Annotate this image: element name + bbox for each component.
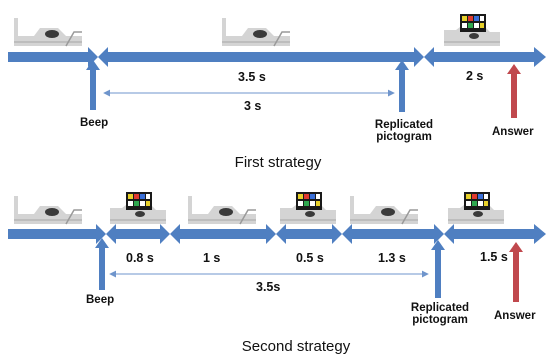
answer-marker-arrow [507, 64, 521, 118]
road-scene-image [349, 189, 419, 225]
duration-inner-label: 3 s [244, 99, 262, 113]
timeline-segment [342, 224, 444, 244]
duration-total-label: 3.5s [256, 280, 281, 294]
caption-second-strategy: Second strategy [241, 338, 351, 355]
timeline-segment [98, 47, 424, 67]
replicated-pictogram-marker-arrow [395, 60, 409, 112]
timeline-segment [424, 47, 546, 67]
road-scene-image [13, 11, 83, 47]
beep-marker-arrow [86, 60, 100, 110]
pictogram-scene-image [447, 189, 505, 225]
answer-label: Answer [494, 310, 536, 322]
replicated-pictogram-label: Replicated pictogram [404, 302, 476, 326]
replicated-pictogram-label-line: Replicated [410, 302, 470, 314]
replicated-pictogram-label-line: Replicated [374, 119, 434, 131]
answer-marker-arrow [509, 242, 523, 302]
answer-label: Answer [492, 126, 534, 138]
pictogram-scene-image [109, 189, 167, 225]
beep-label: Beep [86, 294, 115, 306]
road-scene-image [221, 11, 291, 47]
pictogram-scene-image [279, 189, 337, 225]
duration-answer-label: 2 s [466, 69, 484, 83]
timeline-segment [276, 224, 342, 244]
segment-duration-label: 0.8 s [126, 251, 154, 265]
timeline-segment [8, 47, 98, 67]
pictogram-scene-image [443, 11, 501, 47]
timeline-segment [8, 224, 106, 244]
road-scene-image [187, 189, 257, 225]
segment-duration-label: 1 s [203, 251, 221, 265]
timeline-segment [444, 224, 546, 244]
timeline-segment [106, 224, 170, 244]
panel-second-strategy [8, 189, 546, 302]
duration-total-label: 3.5 s [238, 70, 266, 84]
road-scene-image [13, 189, 83, 225]
replicated-pictogram-marker-arrow [431, 240, 445, 298]
timeline-segment [170, 224, 276, 244]
replicated-pictogram-label-line: pictogram [412, 314, 468, 326]
beep-marker-arrow [95, 238, 109, 290]
duration-answer-label: 1.5 s [480, 250, 508, 264]
replicated-pictogram-label-line: pictogram [376, 131, 432, 143]
segment-duration-label: 1.3 s [378, 251, 406, 265]
beep-label: Beep [80, 117, 109, 129]
segment-duration-label: 0.5 s [296, 251, 324, 265]
panel-first-strategy [8, 11, 546, 118]
replicated-pictogram-label: Replicated pictogram [368, 119, 440, 143]
caption-first-strategy: First strategy [234, 154, 322, 171]
